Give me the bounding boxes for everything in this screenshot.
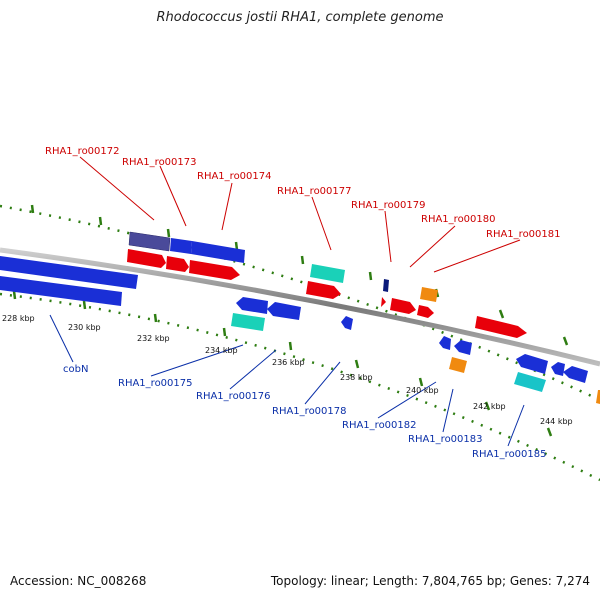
gene-ro00174[interactable] bbox=[191, 241, 245, 263]
gene-red-1[interactable] bbox=[127, 249, 166, 268]
genome-summary-text: Topology: linear; Length: 7,804,765 bp; … bbox=[270, 574, 590, 588]
bottom-leader-lines bbox=[49, 314, 525, 447]
tick-label: 236 kbp bbox=[272, 358, 305, 367]
gene-label[interactable]: RHA1_ro00179 bbox=[351, 200, 426, 211]
gene-label[interactable]: RHA1_ro00180 bbox=[421, 214, 496, 225]
gene-label[interactable]: RHA1_ro00175 bbox=[118, 378, 193, 389]
gene-ro00173[interactable] bbox=[170, 238, 192, 254]
gene-label[interactable]: RHA1_ro00172 bbox=[45, 146, 120, 157]
gene-ro00185[interactable] bbox=[514, 372, 546, 392]
gene-ro00178[interactable] bbox=[341, 316, 353, 330]
gene-labels-bottom: cobN RHA1_ro00175 RHA1_ro00176 RHA1_ro00… bbox=[63, 364, 547, 460]
gene-blue-s3[interactable] bbox=[551, 362, 565, 376]
gene-label[interactable]: RHA1_ro00176 bbox=[196, 391, 271, 402]
gene-red-6[interactable] bbox=[390, 298, 416, 314]
gene-ro00176[interactable] bbox=[267, 302, 301, 320]
gene-label[interactable]: RHA1_ro00185 bbox=[472, 449, 547, 460]
tick-label: 230 kbp bbox=[68, 323, 101, 332]
gene-orange-edge[interactable] bbox=[596, 390, 600, 404]
inner-major-ticks bbox=[12, 290, 553, 437]
gene-label[interactable]: RHA1_ro00177 bbox=[277, 186, 352, 197]
genome-backbone bbox=[0, 247, 600, 367]
gene-blue-s4[interactable] bbox=[563, 366, 588, 383]
gene-ro00177[interactable] bbox=[310, 264, 345, 283]
top-leader-lines bbox=[79, 156, 521, 273]
gene-ro00175[interactable] bbox=[236, 297, 268, 314]
gene-red-2[interactable] bbox=[166, 256, 189, 272]
gene-teal-2[interactable] bbox=[231, 313, 265, 331]
gene-blue-s2[interactable] bbox=[516, 354, 548, 374]
tick-label: 244 kbp bbox=[540, 417, 573, 426]
gene-row-outer bbox=[127, 231, 527, 338]
map-title: Rhodococcus jostii RHA1, complete genome bbox=[156, 10, 444, 25]
gene-ro00181[interactable] bbox=[475, 316, 527, 338]
gene-red-4[interactable] bbox=[306, 281, 341, 299]
gene-ro00172[interactable] bbox=[128, 231, 171, 252]
gene-cobN-1[interactable] bbox=[0, 256, 138, 289]
gene-label[interactable]: RHA1_ro00181 bbox=[486, 229, 561, 240]
tick-label: 228 kbp bbox=[2, 314, 35, 323]
gene-label[interactable]: RHA1_ro00183 bbox=[408, 434, 483, 445]
gene-ro00180[interactable] bbox=[420, 287, 438, 302]
gene-red-7[interactable] bbox=[417, 305, 434, 318]
gene-ro00182[interactable] bbox=[454, 340, 472, 355]
gene-ro00183[interactable] bbox=[449, 357, 467, 373]
gene-label[interactable]: RHA1_ro00174 bbox=[197, 171, 272, 182]
gene-label[interactable]: RHA1_ro00178 bbox=[272, 406, 347, 417]
gene-red-3[interactable] bbox=[189, 260, 240, 280]
gene-blue-s1[interactable] bbox=[439, 336, 451, 350]
tick-labels: 228 kbp 230 kbp 232 kbp 234 kbp 236 kbp … bbox=[2, 314, 573, 426]
tick-label: 232 kbp bbox=[137, 334, 170, 343]
tick-label: 240 kbp bbox=[406, 386, 439, 395]
tick-label: 242 kbp bbox=[473, 402, 506, 411]
gene-red-5[interactable] bbox=[381, 297, 386, 307]
tick-label: 234 kbp bbox=[205, 346, 238, 355]
gene-label[interactable]: RHA1_ro00182 bbox=[342, 420, 417, 431]
gene-labels-top: RHA1_ro00172 RHA1_ro00173 RHA1_ro00174 R… bbox=[45, 146, 561, 240]
accession-text: Accession: NC_008268 bbox=[10, 574, 147, 588]
gene-label[interactable]: RHA1_ro00173 bbox=[122, 157, 197, 168]
gene-ro00179[interactable] bbox=[383, 279, 389, 292]
tick-label: 238 kbp bbox=[340, 373, 373, 382]
gene-row-inner bbox=[0, 256, 600, 404]
gene-label[interactable]: cobN bbox=[63, 364, 88, 375]
gene-cobN-2[interactable] bbox=[0, 276, 122, 306]
